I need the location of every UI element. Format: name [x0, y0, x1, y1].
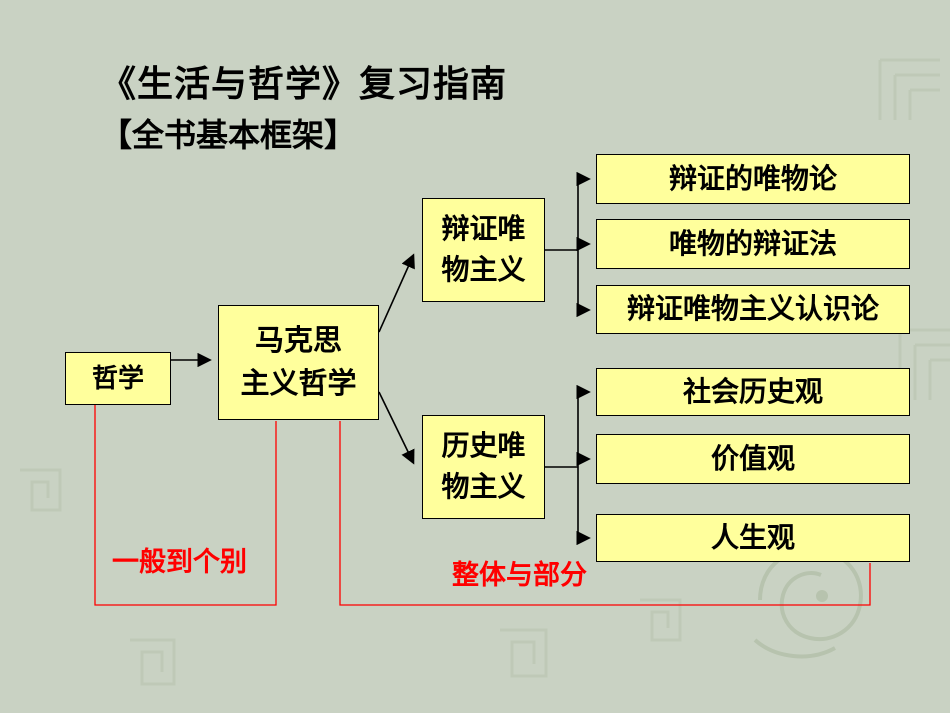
node-philosophy-label: 哲学	[91, 362, 144, 393]
node-dialectical-theory: 辩证的唯物论	[596, 154, 910, 204]
annotation-general-to-particular: 一般到个别	[112, 547, 247, 577]
node-materialist-dialectics: 唯物的辩证法	[596, 219, 910, 269]
node-dialectical-materialism: 辩证唯 物主义	[422, 198, 545, 302]
node-marxism-line1: 马克思	[254, 325, 342, 358]
node-materialist-dialectics-label: 唯物的辩证法	[668, 227, 837, 259]
slide-subtitle: 【全书基本框架】	[100, 117, 357, 153]
node-social-history-view: 社会历史观	[596, 368, 910, 416]
arrow-marxism-to-dialectical	[378, 253, 415, 333]
node-historical-materialism: 历史唯 物主义	[422, 415, 545, 519]
node-epistemology-label: 辩证唯物主义认识论	[626, 293, 879, 325]
red-bracket-whole-and-parts	[339, 421, 871, 606]
node-values-view-label: 价值观	[710, 442, 795, 474]
node-dialectical-materialism-line2: 物主义	[441, 254, 526, 285]
node-marxism: 马克思 主义哲学	[218, 305, 379, 420]
node-life-view: 人生观	[596, 514, 910, 562]
node-historical-materialism-line2: 物主义	[441, 471, 526, 502]
node-social-history-view-label: 社会历史观	[682, 375, 823, 407]
node-epistemology: 辩证唯物主义认识论	[596, 285, 910, 334]
node-historical-materialism-line1: 历史唯	[441, 430, 526, 462]
node-values-view: 价值观	[596, 434, 910, 484]
arrow-marxism-to-historical	[378, 391, 415, 465]
node-philosophy: 哲学	[65, 352, 171, 405]
node-dialectical-theory-label: 辩证的唯物论	[668, 162, 837, 194]
annotation-whole-and-parts: 整体与部分	[452, 560, 587, 590]
node-marxism-line2: 主义哲学	[240, 367, 357, 400]
red-bracket-general-to-particular	[94, 405, 277, 606]
node-dialectical-materialism-line1: 辩证唯	[441, 213, 526, 245]
node-life-view-label: 人生观	[710, 521, 795, 553]
slide-title: 《生活与哲学》复习指南	[100, 63, 508, 104]
